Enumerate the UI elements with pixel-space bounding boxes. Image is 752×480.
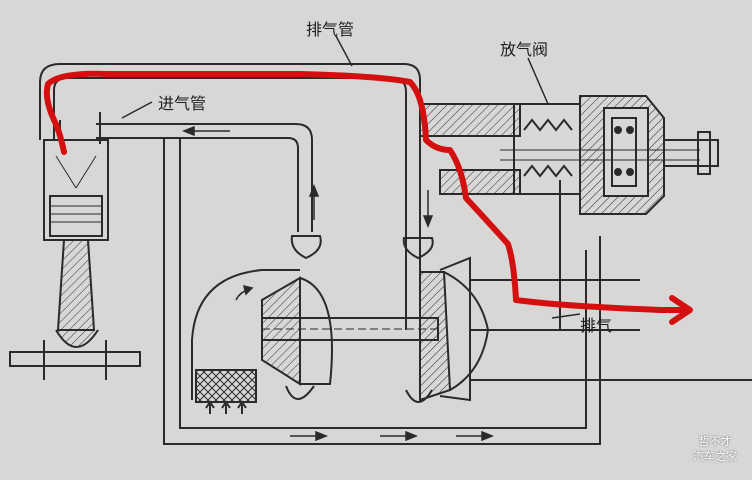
compressor bbox=[191, 235, 333, 400]
intake-pipe-label: 进气管 bbox=[158, 94, 207, 113]
exhaust-out-label: 排气 bbox=[580, 316, 613, 335]
watermark-site: 汽车之家 bbox=[693, 450, 737, 463]
connecting-rod bbox=[9, 239, 141, 380]
exhaust-flow-arrowhead bbox=[669, 295, 693, 325]
watermark-author: 哲不才 bbox=[698, 435, 732, 448]
watermark: 哲不才 汽车之家 bbox=[682, 434, 748, 464]
label-leaders bbox=[121, 35, 581, 319]
exhaust-flow-highlight bbox=[43, 70, 689, 313]
intake-pipe bbox=[96, 123, 601, 445]
blow-off-valve bbox=[419, 95, 719, 215]
exhaust-pipe bbox=[39, 63, 421, 330]
blow-off-valve-label: 放气阀 bbox=[500, 40, 549, 59]
exhaust-pipe-label: 排气管 bbox=[306, 20, 355, 39]
flow-arrows bbox=[181, 125, 495, 442]
air-filter bbox=[195, 369, 257, 414]
